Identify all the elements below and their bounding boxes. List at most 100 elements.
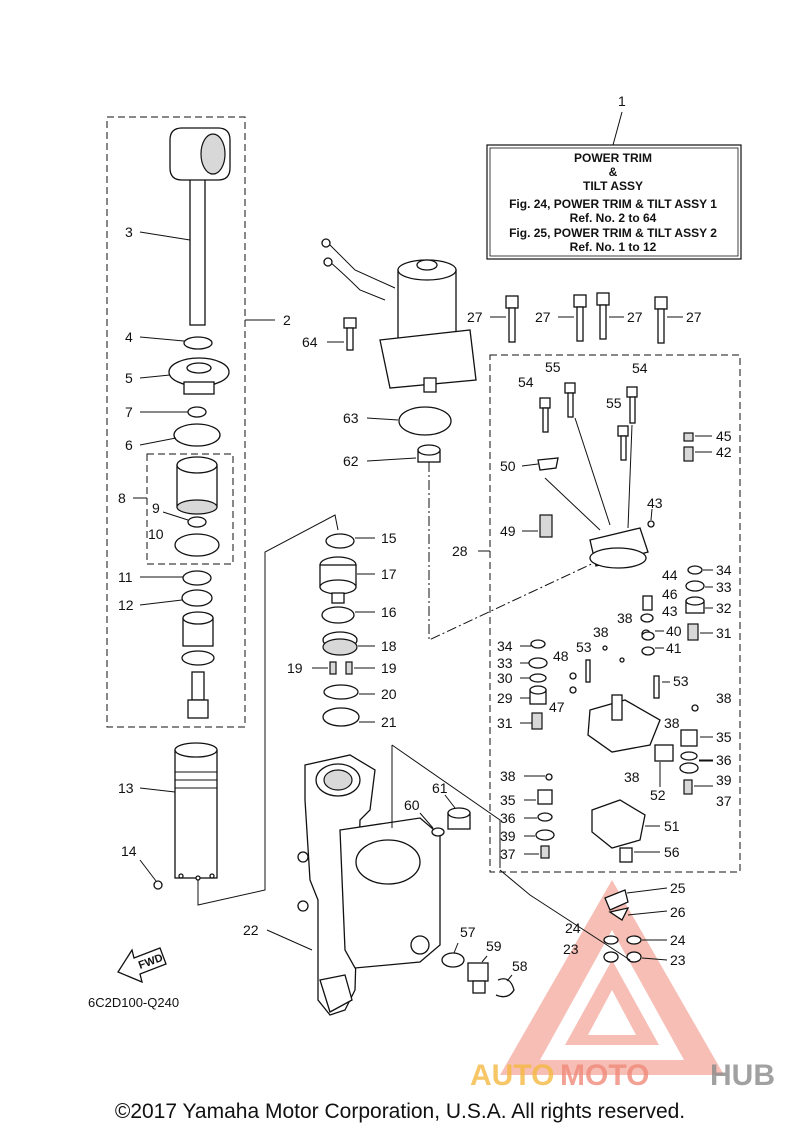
callout-12: 12	[118, 597, 134, 613]
bolt-64	[343, 317, 357, 351]
washer-20	[323, 684, 359, 700]
callout-30: 30	[497, 670, 513, 686]
callout-53-right: 53	[673, 673, 689, 689]
callout-62: 62	[343, 453, 359, 469]
o-ring-63	[398, 406, 452, 436]
legend-fig-2: Fig. 25, POWER TRIM & TILT ASSY 2	[509, 226, 717, 240]
circlip-58	[495, 978, 515, 998]
legend-fig-1-ref: Ref. No. 2 to 64	[570, 211, 657, 225]
trim-motor	[321, 238, 477, 393]
circlip-15	[325, 533, 355, 549]
o-ring-7	[187, 406, 207, 418]
manifold-group: 28 54 55 54 55 50 45 42 43 49	[452, 354, 741, 873]
callout-47: 47	[549, 699, 565, 715]
callout-31-left: 31	[497, 715, 513, 731]
watermark-hub: HUB	[710, 1059, 775, 1092]
callout-15: 15	[381, 530, 397, 546]
callout-55-top: 55	[545, 359, 561, 375]
callout-17: 17	[381, 566, 397, 582]
o-ring-6	[173, 423, 221, 447]
callout-24-left: 24	[565, 920, 581, 936]
callout-39-left: 39	[500, 828, 516, 844]
legend-title-1: POWER TRIM	[574, 151, 652, 165]
callout-27-a: 27	[467, 309, 483, 325]
callout-54-left: 54	[518, 374, 534, 390]
washer-4	[183, 336, 213, 350]
o-ring-9	[187, 516, 207, 528]
callout-36-right: 36	[716, 752, 732, 768]
piston-8: 8	[118, 456, 218, 515]
callout-26: 26	[670, 904, 686, 920]
cylinder-13: 13	[118, 742, 218, 881]
callout-50: 50	[500, 458, 516, 474]
callout-5: 5	[125, 370, 133, 386]
callout-35-left: 35	[500, 792, 516, 808]
watermark-logo	[500, 880, 724, 1075]
o-ring-11	[182, 570, 212, 586]
callout-48: 48	[553, 648, 569, 664]
callout-37-left: 37	[500, 846, 516, 862]
callout-39-right: 39	[716, 772, 732, 788]
callout-55-mid: 55	[606, 395, 622, 411]
callout-43-mid: 43	[662, 603, 678, 619]
callout-58: 58	[512, 958, 528, 974]
watermark-moto: MOTO	[560, 1059, 649, 1092]
circlip-16	[321, 606, 355, 624]
callout-31-right: 31	[716, 625, 732, 641]
callout-38-c: 38	[716, 690, 732, 706]
callout-24-right: 24	[670, 932, 686, 948]
callout-59: 59	[486, 938, 502, 954]
watermark-auto: AUTO	[470, 1059, 554, 1092]
callout-16: 16	[381, 604, 397, 620]
callout-19-left: 19	[287, 660, 303, 676]
callout-27-c: 27	[627, 309, 643, 325]
callout-19-right: 19	[381, 660, 397, 676]
callout-4: 4	[125, 329, 133, 345]
valve-17	[319, 556, 357, 604]
callout-27-d: 27	[686, 309, 702, 325]
callout-37-right: 37	[716, 793, 732, 809]
callout-20: 20	[381, 686, 397, 702]
callout-60: 60	[404, 797, 420, 813]
callout-43-top: 43	[647, 495, 663, 511]
callout-33-left: 33	[497, 655, 513, 671]
callout-44: 44	[662, 567, 678, 583]
tilt-rod: 3	[125, 127, 231, 326]
circlip-21	[322, 707, 360, 727]
callout-7: 7	[125, 404, 133, 420]
callout-25: 25	[670, 880, 686, 896]
clip-25	[604, 889, 629, 911]
ball-14	[153, 880, 163, 890]
o-ring-24-left	[603, 935, 619, 945]
o-ring-24-right	[626, 935, 642, 945]
callout-64: 64	[302, 334, 318, 350]
callout-38-f: 38	[500, 768, 516, 784]
callout-46: 46	[662, 586, 678, 602]
callout-18: 18	[381, 638, 397, 654]
callout-23-left: 23	[563, 941, 579, 957]
callout-10: 10	[148, 526, 164, 542]
callout-38-e: 38	[624, 769, 640, 785]
callout-13: 13	[118, 780, 134, 796]
callout-33-right: 33	[716, 579, 732, 595]
o-ring-60	[431, 827, 445, 837]
callout-11: 11	[118, 569, 133, 585]
callout-54-right: 54	[632, 360, 648, 376]
legend-fig-1: Fig. 24, POWER TRIM & TILT ASSY 1	[509, 197, 717, 211]
callout-52: 52	[650, 787, 666, 803]
callout-63: 63	[343, 410, 359, 426]
callout-57: 57	[460, 924, 476, 940]
valve-seat-18	[322, 631, 358, 656]
callout-32: 32	[716, 600, 732, 616]
valve-23-left	[603, 951, 619, 963]
piston-stack	[181, 611, 215, 719]
legend-box: 1 POWER TRIM & TILT ASSY Fig. 24, POWER …	[486, 93, 742, 260]
callout-29: 29	[497, 690, 513, 706]
callout-34-left: 34	[497, 638, 513, 654]
callout-41: 41	[666, 640, 682, 656]
callout-2: 2	[283, 312, 291, 328]
callout-27-b: 27	[535, 309, 551, 325]
callout-40: 40	[666, 623, 682, 639]
tilt-rod-group: 2 3 4 5 7 6	[106, 116, 291, 728]
